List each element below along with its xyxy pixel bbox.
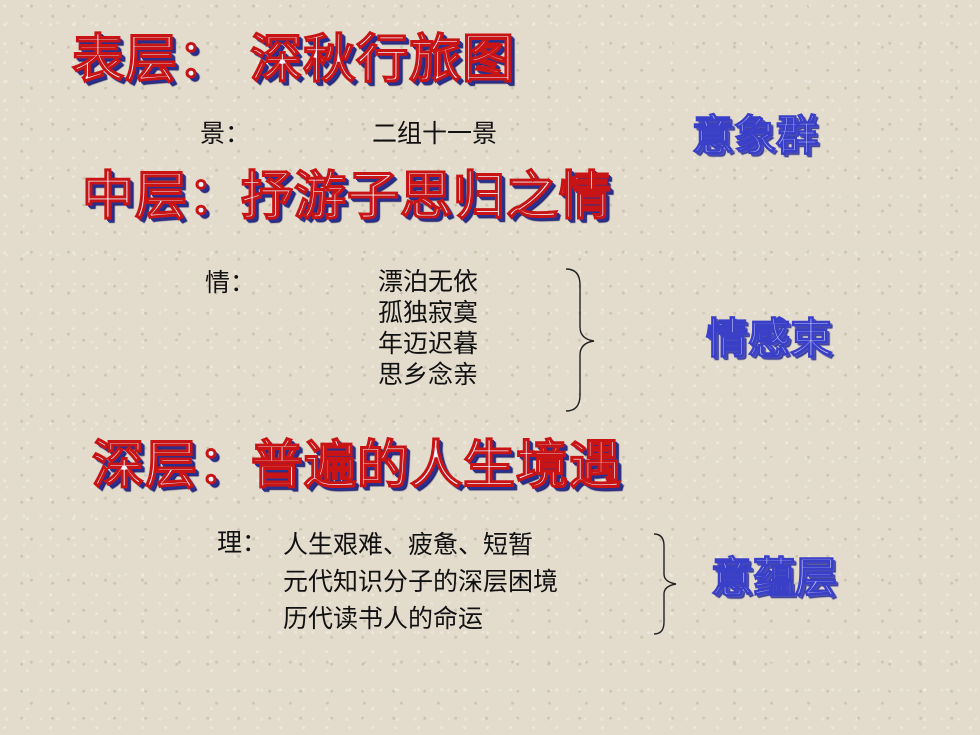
meaning-layer-label: 意蕴层: [710, 553, 838, 602]
qing-line: 孤独寂寞: [378, 298, 479, 327]
imagery-group-label: 意象群: [691, 111, 819, 160]
qing-line: 年迈迟暮: [378, 329, 479, 358]
li-line: 历代读书人的命运: [283, 604, 484, 633]
deep-layer-heading: 深层：普遍的人生境遇: [91, 436, 623, 496]
li-line: 元代知识分子的深层困境: [283, 567, 559, 596]
right-brace-icon: [653, 533, 677, 635]
middle-layer-heading: 中层：抒游子思归之情: [81, 167, 613, 227]
jing-text: 二组十一景: [372, 119, 498, 148]
emotion-cluster-label: 情感束: [705, 314, 833, 363]
right-brace-icon: [565, 268, 595, 412]
li-line: 人生艰难、疲惫、短暂: [283, 530, 534, 559]
li-label: 理：: [217, 528, 268, 557]
qing-label: 情：: [205, 268, 256, 297]
qing-list: 漂泊无依 孤独寂寞 年迈迟暮 思乡念亲: [378, 266, 478, 390]
qing-line: 漂泊无依: [378, 267, 479, 296]
surface-layer-heading: 表层： 深秋行旅图: [71, 30, 516, 90]
qing-line: 思乡念亲: [378, 360, 479, 389]
li-list: 人生艰难、疲惫、短暂 元代知识分子的深层困境 历代读书人的命运: [283, 526, 558, 637]
jing-label: 景：: [200, 119, 251, 148]
